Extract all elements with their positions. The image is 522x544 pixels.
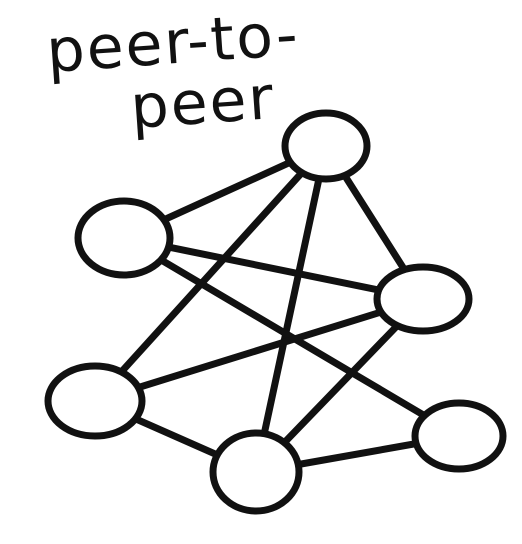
- peer-node-right-lower: [411, 399, 507, 473]
- edge-left-upper-right-middle: [120, 234, 427, 303]
- peer-node-top: [281, 109, 371, 183]
- peer-node-left-upper: [74, 197, 174, 279]
- edge-left-lower-right-middle: [91, 295, 427, 405]
- peer-node-bottom-center: [209, 429, 303, 515]
- edge-top-left-lower: [91, 142, 330, 405]
- peer-node-right-middle: [373, 263, 473, 335]
- nodes-group: [44, 109, 507, 515]
- edge-top-bottom-center: [252, 142, 330, 476]
- peer-node-left-lower: [44, 362, 146, 440]
- diagram-title-line-2: peer: [128, 63, 277, 143]
